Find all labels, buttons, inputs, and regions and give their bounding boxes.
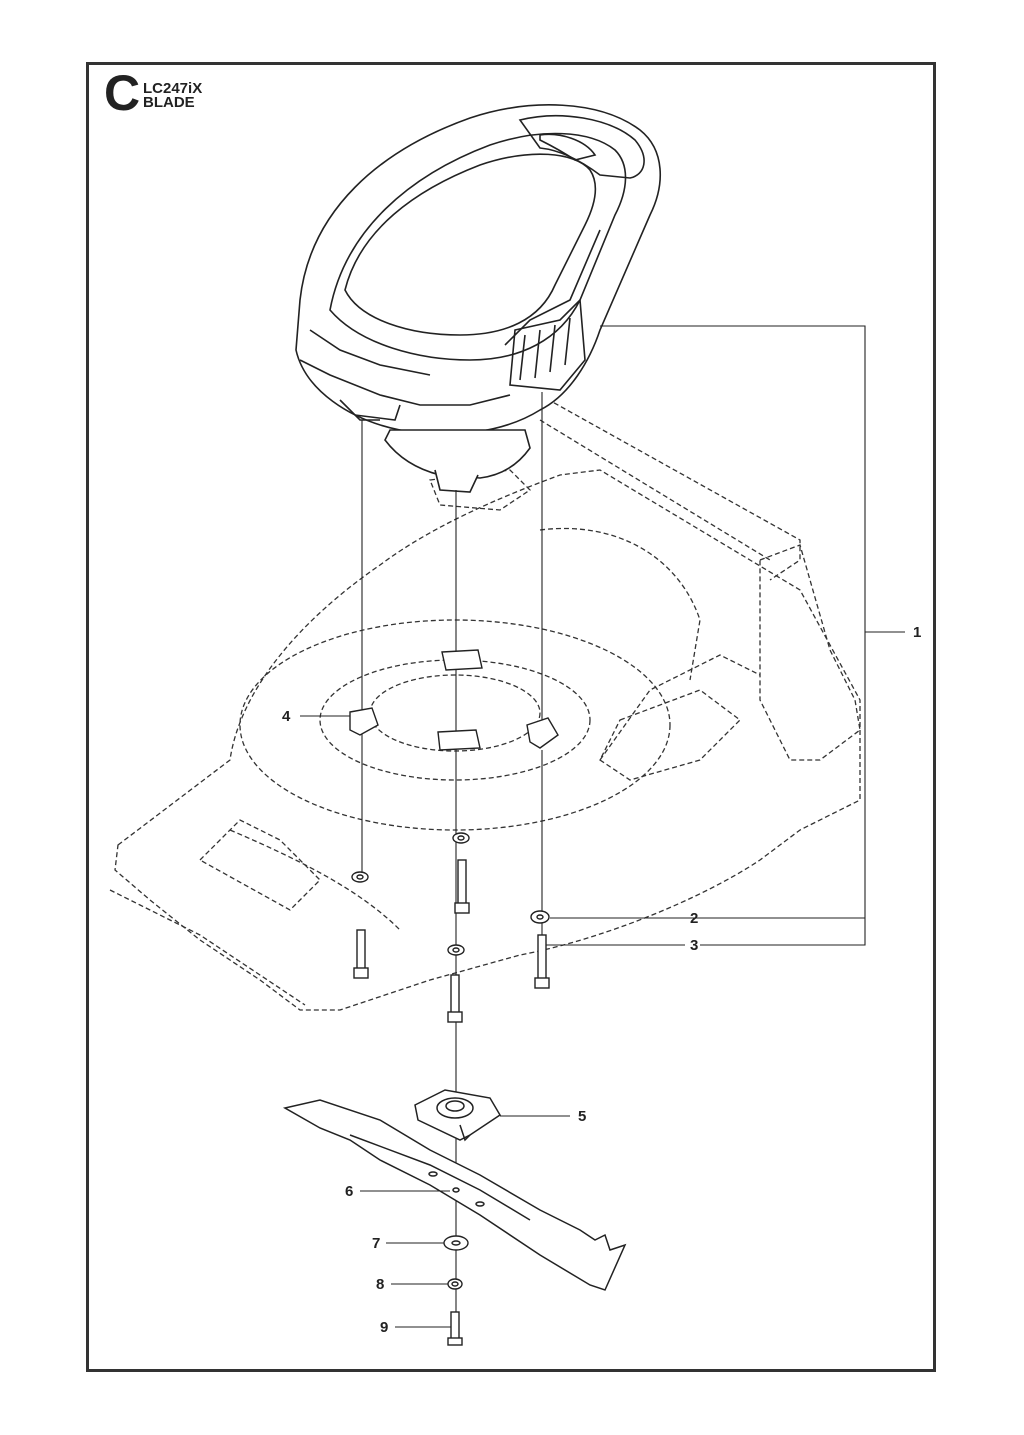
page-frame: [86, 62, 936, 1372]
callout-6: 6: [345, 1183, 353, 1200]
group-title: BLADE: [143, 94, 195, 111]
blade-bolt: [447, 1311, 463, 1346]
motor-housing: [295, 104, 662, 493]
callout-2: 2: [690, 910, 698, 927]
blade: [282, 1099, 627, 1291]
lock-washer: [447, 1278, 463, 1290]
callout-labels: 1 2 3 4 5 6 7 8 9: [282, 624, 921, 1336]
leader-lines: [300, 325, 905, 1328]
section-letter: C: [104, 65, 141, 121]
callout-3: 3: [690, 937, 698, 954]
callout-1: 1: [913, 624, 921, 641]
blade-adapter: [414, 1089, 502, 1142]
screw-parts: [353, 859, 550, 1023]
blade-washer: [443, 1235, 469, 1251]
callout-4: 4: [282, 708, 291, 725]
clip-parts: [349, 649, 559, 751]
callout-9: 9: [380, 1319, 388, 1336]
washer-parts: [351, 832, 550, 956]
callout-8: 8: [376, 1276, 384, 1293]
model-title: LC247iX: [143, 80, 203, 97]
callout-7: 7: [372, 1235, 380, 1252]
callout-5: 5: [578, 1108, 586, 1125]
